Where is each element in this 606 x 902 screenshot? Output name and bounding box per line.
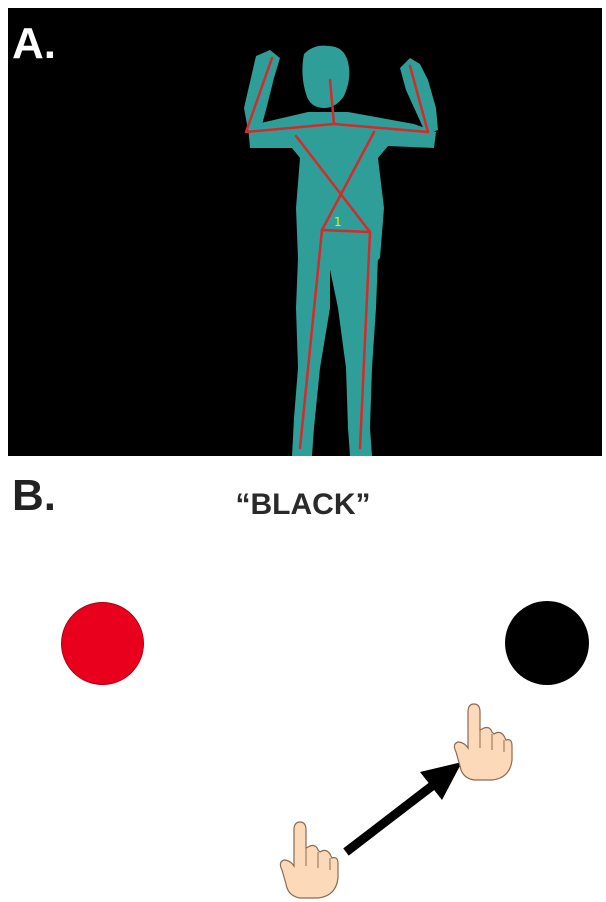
- joint-marker: 1: [334, 215, 342, 229]
- depth-camera-view: 1: [8, 8, 602, 456]
- pointing-hand-end-icon: [454, 704, 512, 780]
- body-silhouette: 1: [8, 8, 602, 456]
- arrow-icon: [346, 762, 462, 852]
- panel-a: 1 A.: [0, 0, 606, 458]
- red-circle: [61, 602, 144, 685]
- silhouette-shape: [244, 46, 438, 456]
- panel-label-a: A.: [12, 22, 56, 66]
- black-circle: [505, 601, 589, 685]
- pointing-hand-start-icon: [280, 822, 338, 898]
- word-stimulus: “BLACK”: [0, 488, 606, 522]
